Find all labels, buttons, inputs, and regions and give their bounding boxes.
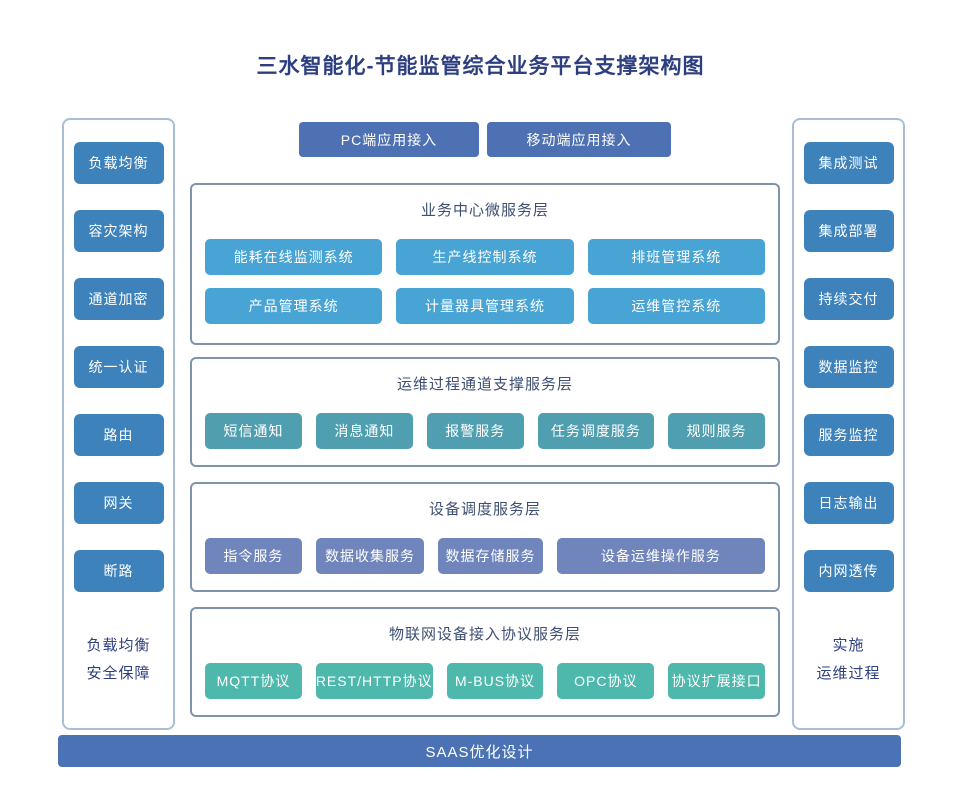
block-shift-management-system: 排班管理系统: [587, 239, 765, 275]
block-gateway: 网关: [73, 482, 164, 524]
block-mqtt-protocol: MQTT协议: [205, 663, 302, 699]
block-ops-control-system: 运维管控系统: [587, 288, 765, 324]
block-mobile-access: 移动端应用接入: [487, 122, 671, 157]
block-metering-instrument-management-system: 计量器具管理系统: [396, 288, 574, 324]
right-pillar-caption-line2: 运维过程: [816, 665, 881, 682]
block-device-ops-operation-service: 设备运维操作服务: [556, 538, 765, 574]
block-mbus-protocol: M-BUS协议: [446, 663, 544, 699]
layer-device-scheduling: 设备调度服务层 指令服务 数据收集服务 数据存储服务 设备运维操作服务: [190, 482, 780, 592]
block-continuous-delivery: 持续交付: [803, 278, 894, 320]
block-rule-service: 规则服务: [668, 413, 765, 449]
layer-business-microservices-grid: 能耗在线监测系统 生产线控制系统 排班管理系统 产品管理系统 计量器具管理系统 …: [205, 239, 765, 324]
block-pc-access: PC端应用接入: [299, 122, 479, 157]
block-unified-auth: 统一认证: [73, 346, 164, 388]
layer-business-microservices-title: 业务中心微服务层: [420, 202, 549, 219]
block-routing: 路由: [73, 414, 164, 456]
layer-device-scheduling-title: 设备调度服务层: [428, 501, 541, 518]
layer-iot-protocol-access-row: MQTT协议 REST/HTTP协议 M-BUS协议 OPC协议 协议扩展接口: [205, 663, 766, 699]
diagram-title: 三水智能化-节能监管综合业务平台支撑架构图: [256, 55, 705, 78]
layer-iot-protocol-access-title: 物联网设备接入协议服务层: [388, 626, 581, 643]
left-pillar-caption-line2: 安全保障: [86, 665, 151, 682]
block-channel-encryption: 通道加密: [73, 278, 164, 320]
block-log-output: 日志输出: [803, 482, 894, 524]
left-pillar-caption-line1: 负载均衡: [86, 637, 151, 654]
block-task-scheduling-service: 任务调度服务: [537, 413, 655, 449]
block-service-monitoring: 服务监控: [803, 414, 894, 456]
block-circuit-breaker: 断路: [73, 550, 164, 592]
left-pillar-caption: 负载均衡 安全保障: [86, 632, 150, 688]
block-alarm-service: 报警服务: [426, 413, 524, 449]
block-integration-testing: 集成测试: [803, 142, 894, 184]
block-integration-deployment: 集成部署: [803, 210, 894, 252]
block-command-service: 指令服务: [205, 538, 302, 574]
right-pillar-caption: 实施 运维过程: [816, 632, 880, 688]
right-pillar: 集成测试 集成部署 持续交付 数据监控 服务监控 日志输出 内网透传 实施 运维…: [792, 118, 905, 730]
saas-optimization-bar: SAAS优化设计: [58, 735, 901, 767]
block-production-line-control-system: 生产线控制系统: [396, 239, 574, 275]
block-data-monitoring: 数据监控: [803, 346, 894, 388]
block-energy-monitoring-system: 能耗在线监测系统: [205, 239, 383, 275]
block-disaster-recovery: 容灾架构: [73, 210, 164, 252]
layer-ops-channel-support-title: 运维过程通道支撑服务层: [396, 376, 573, 393]
access-layer: PC端应用接入 移动端应用接入: [190, 122, 780, 157]
block-product-management-system: 产品管理系统: [205, 288, 383, 324]
block-rest-http-protocol: REST/HTTP协议: [315, 663, 433, 699]
left-pillar: 负载均衡 容灾架构 通道加密 统一认证 路由 网关 断路 负载均衡 安全保障: [62, 118, 175, 730]
block-data-collection-service: 数据收集服务: [315, 538, 425, 574]
block-sms-notification: 短信通知: [205, 413, 302, 449]
block-opc-protocol: OPC协议: [557, 663, 655, 699]
block-protocol-extension-interface: 协议扩展接口: [668, 663, 766, 699]
block-message-notification: 消息通知: [315, 413, 413, 449]
layer-ops-channel-support: 运维过程通道支撑服务层 短信通知 消息通知 报警服务 任务调度服务 规则服务: [190, 357, 780, 467]
layer-iot-protocol-access: 物联网设备接入协议服务层 MQTT协议 REST/HTTP协议 M-BUS协议 …: [190, 607, 780, 717]
layer-business-microservices: 业务中心微服务层 能耗在线监测系统 生产线控制系统 排班管理系统 产品管理系统 …: [190, 183, 780, 345]
layer-device-scheduling-row: 指令服务 数据收集服务 数据存储服务 设备运维操作服务: [205, 538, 765, 574]
right-pillar-caption-line1: 实施: [832, 637, 865, 654]
block-load-balancing: 负载均衡: [73, 142, 164, 184]
block-data-storage-service: 数据存储服务: [438, 538, 543, 574]
block-intranet-passthrough: 内网透传: [803, 550, 894, 592]
layer-ops-channel-support-row: 短信通知 消息通知 报警服务 任务调度服务 规则服务: [205, 413, 765, 449]
